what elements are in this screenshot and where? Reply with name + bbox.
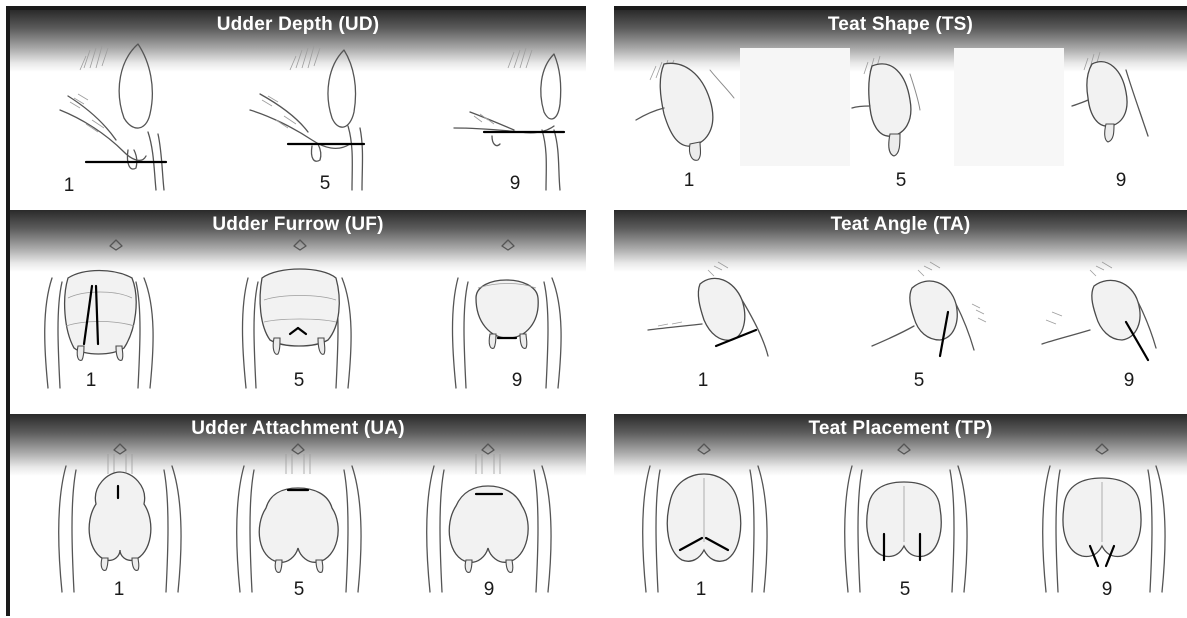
udder-depth-sketch-1 — [60, 44, 166, 190]
udder-furrow-sketch-9 — [453, 240, 562, 388]
teat-shape-sketch-1 — [636, 60, 734, 160]
udder-furrow-sketch-5 — [243, 240, 352, 388]
udder-attachment-sketch-9 — [427, 444, 551, 592]
teat-placement-sketch-9 — [1043, 444, 1165, 592]
score-label: 5 — [886, 170, 916, 192]
udder-depth-sketch-9 — [454, 48, 564, 190]
udder-furrow-sketch-1 — [45, 240, 153, 388]
teat-placement-sketch-5 — [845, 444, 967, 592]
udder-depth-sketch-5 — [250, 46, 364, 190]
teat-shape-sketch-5 — [852, 56, 920, 156]
score-label: 1 — [76, 370, 106, 392]
teat-shape-sketch-9 — [1072, 52, 1148, 142]
score-label: 9 — [1114, 370, 1144, 392]
score-label: 5 — [284, 370, 314, 392]
score-label: 1 — [674, 170, 704, 192]
score-label: 5 — [904, 370, 934, 392]
panel-teat-shape: Teat Shape (TS) 1 5 9 — [614, 10, 1187, 202]
score-label: 5 — [310, 173, 340, 195]
score-label: 1 — [686, 579, 716, 601]
score-label: 5 — [284, 579, 314, 601]
score-label: 9 — [474, 579, 504, 601]
teat-placement-sketch-1 — [643, 444, 767, 592]
score-label: 1 — [104, 579, 134, 601]
score-label: 9 — [1106, 170, 1136, 192]
score-label: 1 — [688, 370, 718, 392]
score-label: 9 — [502, 370, 532, 392]
score-label: 1 — [54, 175, 84, 197]
udder-attachment-sketch-5 — [237, 444, 361, 592]
teat-angle-sketch-5 — [872, 262, 986, 356]
panel-udder-depth: Udder Depth (UD) — [10, 10, 586, 202]
score-label: 9 — [1092, 579, 1122, 601]
panel-udder-attachment: Udder Attachment (UA) — [10, 414, 586, 618]
panel-teat-angle: Teat Angle (TA) 1 5 9 — [614, 210, 1187, 406]
score-label: 5 — [890, 579, 920, 601]
udder-attachment-sketch-1 — [59, 444, 181, 592]
teat-angle-sketch-1 — [648, 262, 768, 356]
panel-teat-placement: Teat Placement (TP) — [614, 414, 1187, 618]
score-label: 9 — [500, 173, 530, 195]
panel-udder-furrow: Udder Furrow (UF) — [10, 210, 586, 406]
teat-angle-sketch-9 — [1042, 262, 1156, 360]
